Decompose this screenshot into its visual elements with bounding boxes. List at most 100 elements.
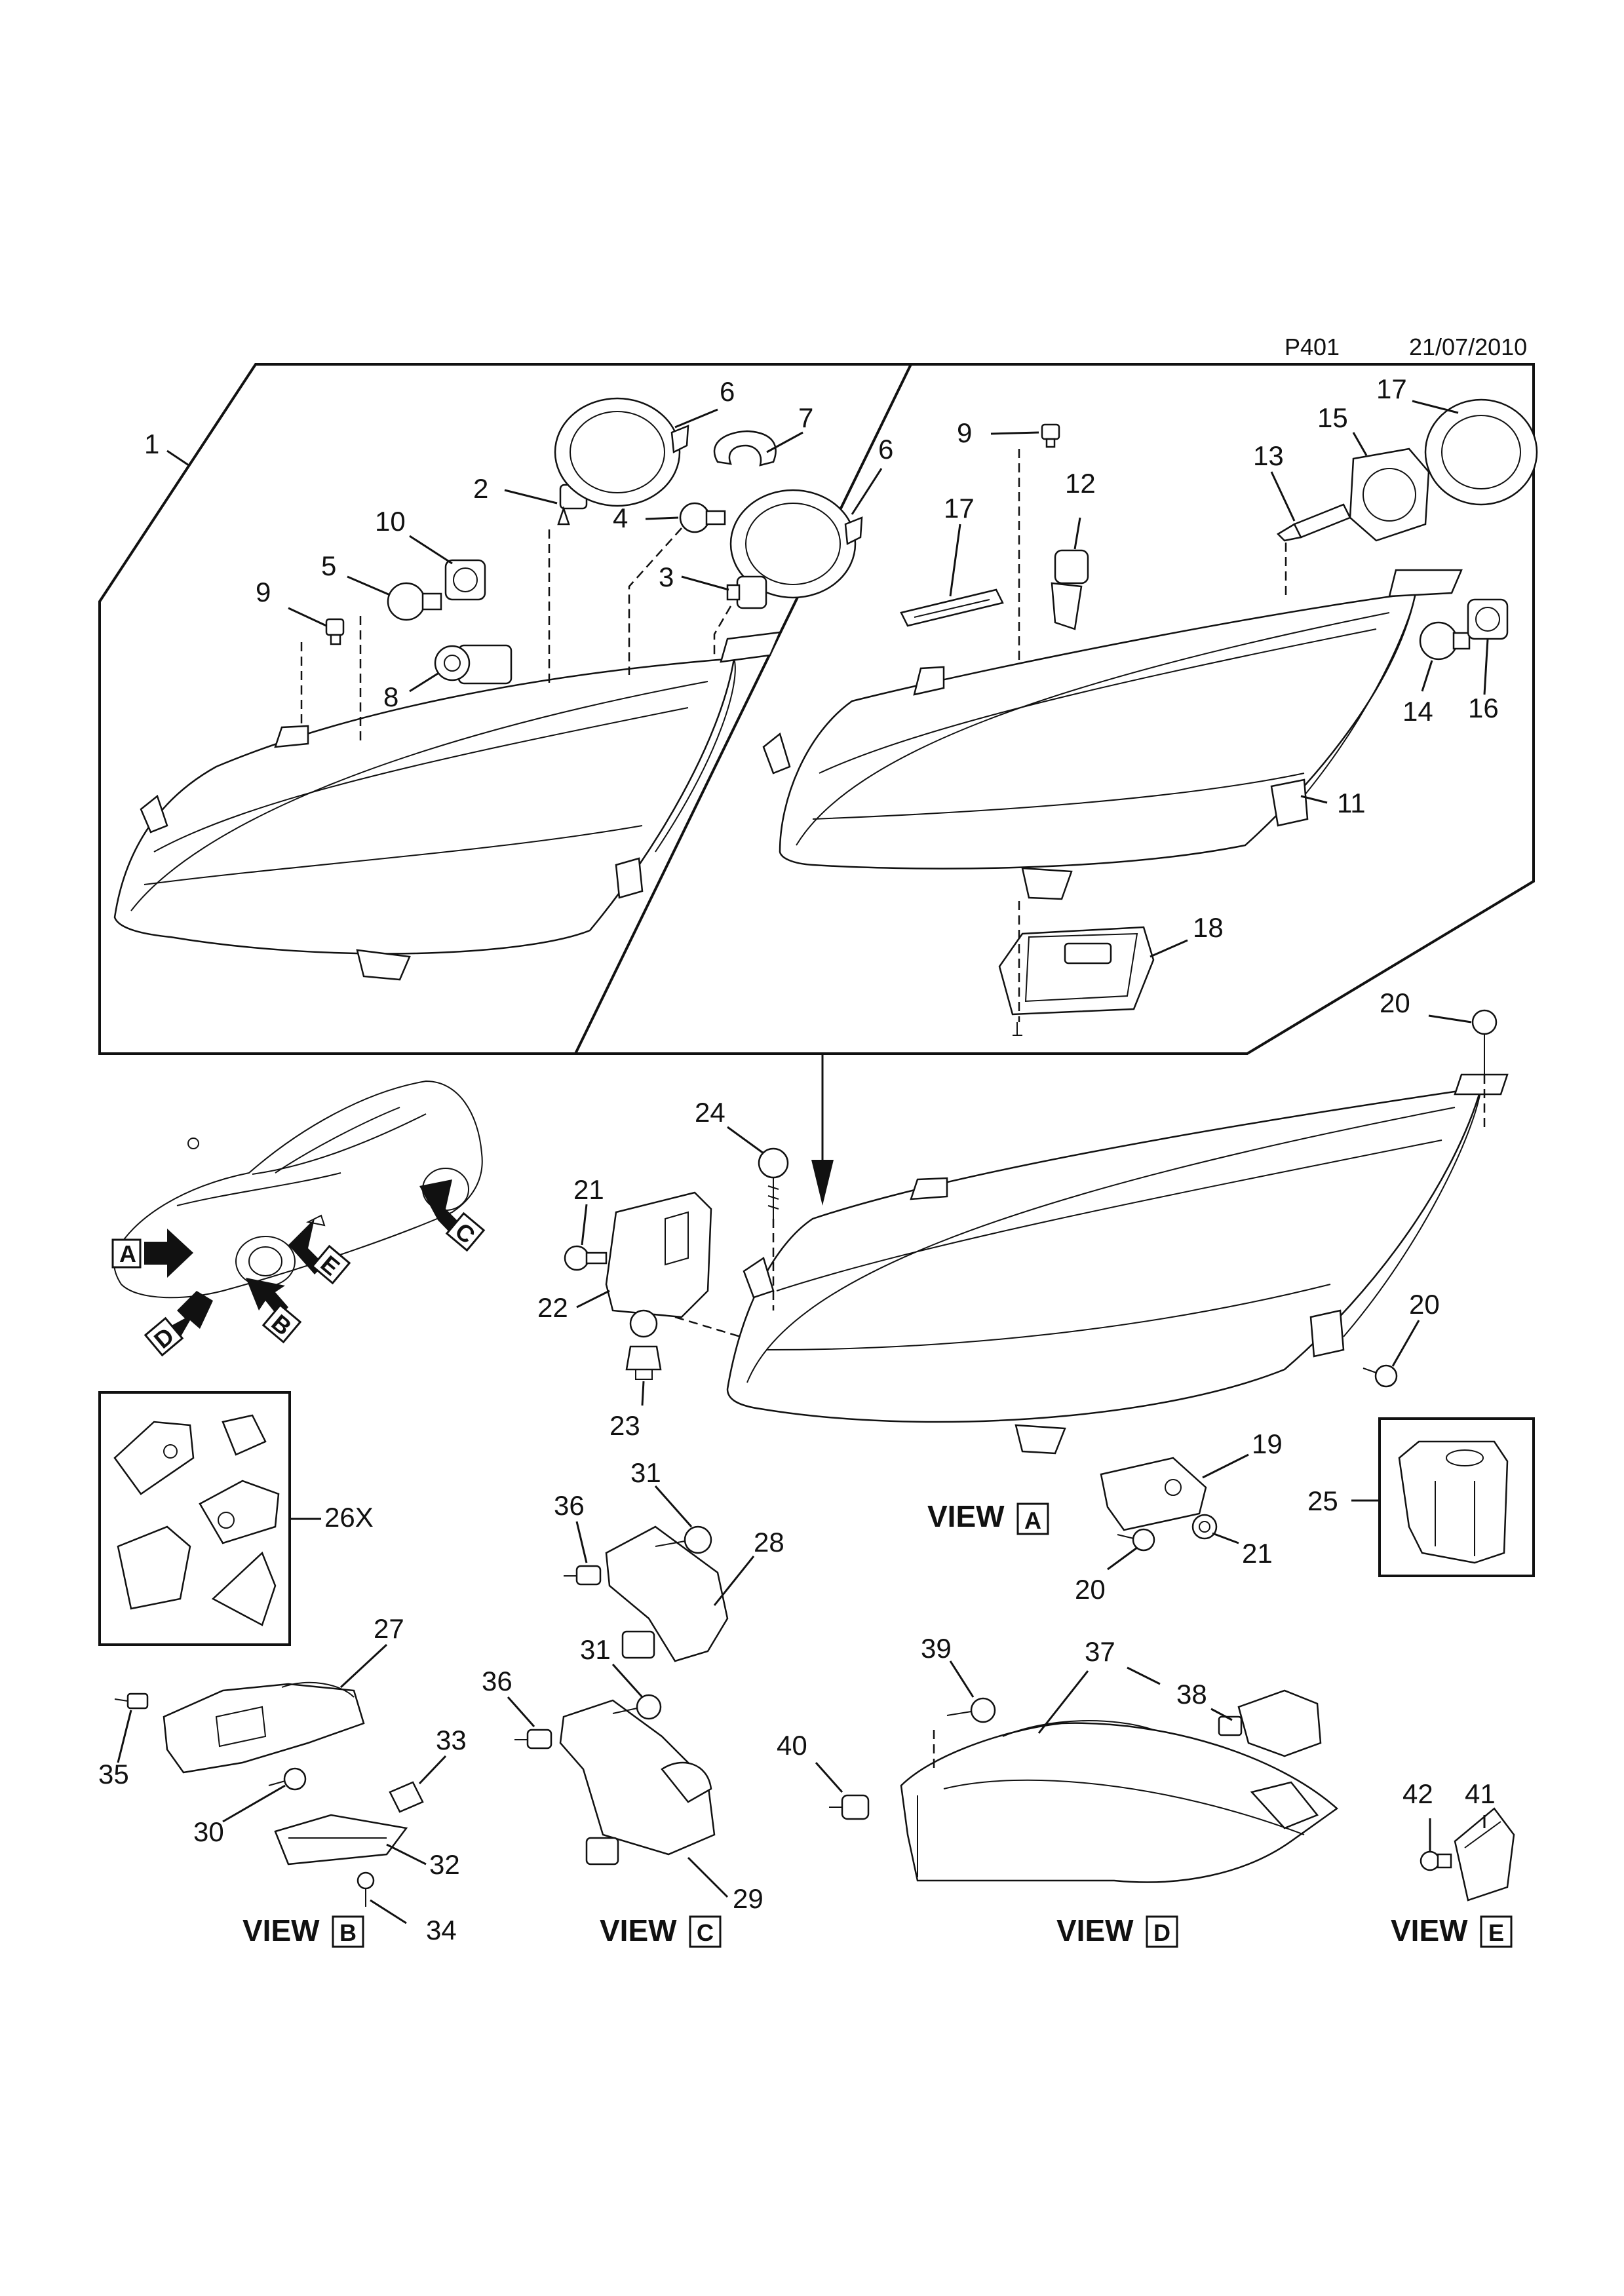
callout-20-top: 20 (1380, 987, 1410, 1018)
clip-part-9-left (325, 618, 345, 645)
car-marker-b: B (246, 1278, 302, 1344)
callout-4: 4 (613, 503, 628, 533)
svg-text:A: A (119, 1240, 136, 1267)
callout-20-right: 20 (1409, 1289, 1440, 1320)
svg-text:B: B (267, 1309, 297, 1341)
leader-36-upper (575, 1521, 588, 1563)
callout-33: 33 (436, 1725, 467, 1755)
callout-35: 35 (98, 1759, 129, 1789)
leader-15 (1352, 432, 1368, 456)
leader-7 (766, 431, 803, 453)
svg-text:VIEW: VIEW (1056, 1913, 1134, 1947)
clip-part-9-right (1041, 423, 1060, 448)
leader-20-right (1391, 1320, 1420, 1367)
leader-8 (409, 672, 438, 693)
view-a-title: VIEW A (927, 1499, 1049, 1535)
callout-37: 37 (1085, 1636, 1115, 1667)
leader-11 (1300, 795, 1328, 804)
callout-31-upper: 31 (630, 1457, 661, 1488)
bulb-part-42 (1420, 1850, 1452, 1871)
right-headlamp-assembly (762, 569, 1463, 900)
bracket-part-28 (605, 1525, 729, 1662)
leader-40 (815, 1762, 843, 1793)
callout-34: 34 (426, 1915, 457, 1945)
callout-13: 13 (1253, 440, 1284, 471)
seal-part-7 (713, 430, 777, 467)
car-marker-a: A (111, 1229, 193, 1278)
leader-1 (166, 450, 189, 467)
callout-17-right: 17 (1376, 373, 1407, 404)
callout-32: 32 (429, 1849, 460, 1880)
svg-text:VIEW: VIEW (600, 1913, 677, 1947)
bulb-part-3 (726, 575, 767, 609)
callout-18: 18 (1193, 912, 1224, 943)
callout-3: 3 (659, 562, 674, 592)
callout-28: 28 (754, 1527, 784, 1558)
callout-6-upper: 6 (720, 376, 735, 407)
grommet-part-40 (829, 1794, 870, 1820)
view-a-headlamp (726, 1073, 1509, 1455)
leader-3 (681, 575, 729, 591)
bracket-part-27 (163, 1681, 365, 1774)
bulb-part-38 (1218, 1689, 1322, 1757)
left-headlamp-frame (98, 363, 914, 1055)
leader-30 (222, 1784, 286, 1823)
screw-part-24 (758, 1147, 789, 1219)
view-d-title: VIEW D (1056, 1913, 1178, 1948)
callout-38: 38 (1176, 1679, 1207, 1710)
leader-20-top (1428, 1014, 1472, 1024)
svg-text:VIEW: VIEW (242, 1913, 320, 1947)
leader-17-right (1412, 400, 1459, 414)
leader-21-upper (581, 1204, 588, 1246)
cover-part-32 (274, 1814, 408, 1866)
screw-part-31-lower (612, 1694, 662, 1720)
view-e-title: VIEW E (1391, 1913, 1513, 1948)
leader-34 (370, 1899, 407, 1924)
callout-9-left: 9 (256, 577, 271, 607)
leader-28 (713, 1556, 755, 1606)
screw-part-35 (114, 1693, 149, 1710)
fog-lamp-part-37 (900, 1720, 1339, 1883)
kit-part-26x (113, 1414, 280, 1626)
view-c-title: VIEW C (600, 1913, 722, 1948)
screw-part-20-top (1471, 1009, 1498, 1075)
callout-8: 8 (383, 681, 398, 712)
socket-part-10 (444, 559, 486, 601)
right-headlamp-frame (575, 363, 1535, 1055)
callout-30: 30 (193, 1816, 224, 1847)
callout-14: 14 (1402, 696, 1433, 727)
callout-19: 19 (1252, 1428, 1283, 1459)
side-marker-part-41 (1454, 1807, 1515, 1902)
bracket-part-19 (1100, 1457, 1207, 1531)
screw-part-39 (946, 1697, 996, 1723)
callout-29: 29 (733, 1883, 764, 1914)
svg-text:D: D (1153, 1919, 1170, 1946)
leader-23 (641, 1381, 645, 1406)
ballast-part-18 (998, 926, 1155, 1016)
leader-18 (1150, 939, 1188, 958)
leader-36-lower (507, 1696, 535, 1727)
screw-part-20-right (1363, 1364, 1398, 1388)
callout-11: 11 (1337, 788, 1366, 818)
callout-16: 16 (1468, 693, 1499, 723)
callout-39: 39 (921, 1633, 952, 1664)
leader-4 (645, 516, 679, 520)
callout-2: 2 (473, 473, 488, 504)
bulb-part-14 (1419, 621, 1471, 660)
car-marker-e: E (288, 1219, 351, 1285)
left-headlamp-assembly (113, 631, 782, 981)
callout-15: 15 (1317, 402, 1348, 433)
callout-17-left: 17 (944, 493, 975, 524)
page-code: P401 (1285, 334, 1340, 360)
leader-5 (347, 575, 391, 596)
car-silhouette (113, 1080, 483, 1299)
cap-part-6-lower (729, 489, 863, 599)
callout-27: 27 (374, 1613, 404, 1644)
leader-22 (576, 1290, 610, 1309)
nut-part-21-lower (1191, 1514, 1218, 1540)
leader-35 (117, 1710, 132, 1763)
leader-37b (1127, 1666, 1161, 1685)
socket-part-16 (1467, 598, 1509, 640)
leader-38 (1210, 1708, 1233, 1721)
